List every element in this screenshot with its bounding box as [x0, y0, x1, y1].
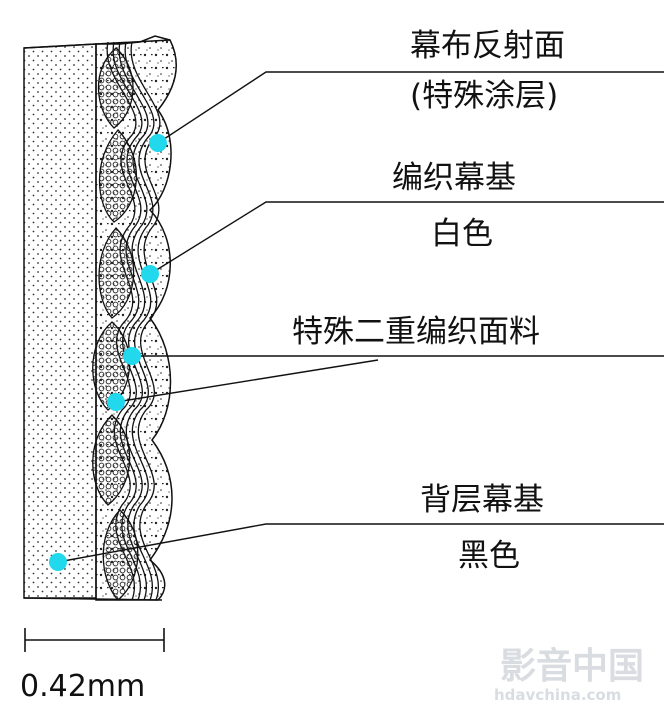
back-base-layer: [23, 43, 97, 599]
label-woven-base-color: 白色: [431, 216, 493, 252]
top-cut-edge: [23, 35, 171, 49]
marker-back-base: [49, 553, 67, 571]
marker-double-weave-2: [107, 393, 125, 411]
marker-reflective-surface: [149, 134, 167, 152]
bottom-edge: [23, 597, 163, 601]
label-back-base: 背层幕基: [420, 482, 544, 518]
leader-lines: [57, 71, 664, 563]
woven-base-lines: [106, 41, 161, 600]
marker-woven-base: [141, 265, 159, 283]
label-back-base-color: 黑色: [458, 538, 520, 574]
marker-double-weave-1: [123, 347, 141, 365]
cyan-markers: [49, 134, 167, 571]
label-woven-base: 编织幕基: [392, 160, 516, 196]
watermark-url: hdavchina.com: [494, 686, 621, 704]
label-special-coating: (特殊涂层): [410, 78, 558, 114]
watermark: 影音中国 hdavchina.com: [494, 646, 644, 704]
scale-label: 0.42mm: [20, 669, 145, 704]
label-double-weave-fabric: 特殊二重编织面料: [292, 314, 540, 350]
scale-bar: [24, 628, 165, 652]
watermark-text: 影音中国: [500, 646, 644, 687]
yarn-bundles: [92, 47, 139, 601]
label-reflective-surface: 幕布反射面: [410, 28, 565, 64]
